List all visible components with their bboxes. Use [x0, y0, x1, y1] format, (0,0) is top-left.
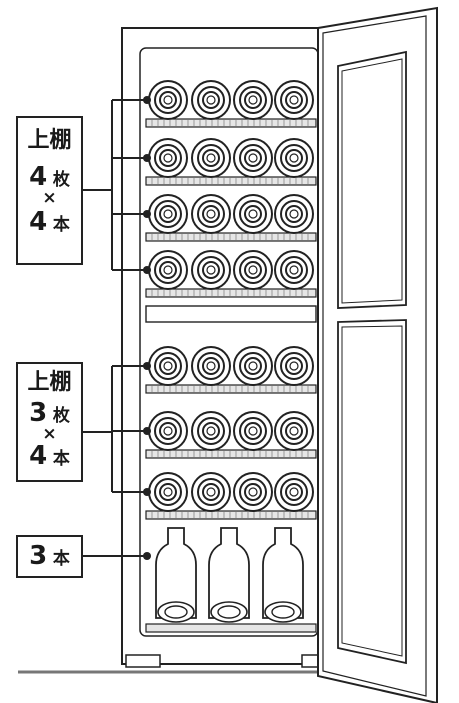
shelf — [145, 384, 317, 394]
shelf — [145, 176, 317, 186]
door-glass-lower — [337, 319, 407, 665]
standing-bottle — [155, 527, 197, 623]
bottom-count: 3 — [29, 541, 48, 571]
lower-shelf-per-unit: 本 — [52, 449, 70, 469]
lower-shelf-count-unit: 枚 — [52, 406, 70, 426]
lower-shelf-count: 3 — [29, 398, 48, 428]
bottle-end — [233, 138, 273, 178]
bottle-end — [191, 250, 231, 290]
door-glass-upper — [337, 50, 407, 309]
upper-shelf-label: 上棚 4 枚 × 4 本 — [16, 116, 83, 265]
bottom-count-row: 3 本 — [18, 543, 81, 569]
bottle-end — [148, 80, 188, 120]
bottle-end — [274, 472, 314, 512]
bottle-end — [191, 346, 231, 386]
bottle-end — [148, 472, 188, 512]
bottle-end — [191, 80, 231, 120]
bottle-end — [233, 346, 273, 386]
shelf-base — [145, 623, 317, 633]
upper-shelf-times: × — [42, 188, 57, 208]
upper-shelf-per: 4 — [29, 207, 48, 237]
bottle-end — [274, 80, 314, 120]
bottle-end — [148, 346, 188, 386]
bottle-end — [191, 472, 231, 512]
upper-shelf-count-row: 4 枚 — [18, 164, 81, 190]
bottom-unit: 本 — [52, 549, 70, 569]
bottle-end — [233, 194, 273, 234]
lower-shelf-title: 上棚 — [27, 370, 72, 395]
bottle-end — [274, 194, 314, 234]
upper-shelf-count: 4 — [29, 162, 48, 192]
shelf — [145, 288, 317, 298]
cabinet-foot-left — [125, 654, 161, 668]
door-frame — [317, 6, 438, 703]
bottle-end — [148, 194, 188, 234]
door-glass-lower-inner — [341, 325, 403, 657]
upper-shelf-title: 上棚 — [27, 128, 72, 153]
bottom-pointer — [83, 552, 151, 560]
lower-shelf-per-row: 4 本 — [18, 443, 81, 469]
shelf — [145, 449, 317, 459]
bottle-end — [233, 411, 273, 451]
bottle-end — [233, 80, 273, 120]
upper-shelf-count-unit: 枚 — [52, 170, 70, 190]
bottle-end — [191, 411, 231, 451]
bottle-end — [148, 411, 188, 451]
upper-shelf-bracket — [83, 96, 151, 274]
standing-bottle — [208, 527, 250, 623]
shelf-partition — [145, 305, 317, 323]
bottle-end — [274, 138, 314, 178]
bottle-end — [148, 138, 188, 178]
bottle-end — [191, 194, 231, 234]
shelf — [145, 510, 317, 520]
lower-shelf-label: 上棚 3 枚 × 4 本 — [16, 362, 83, 482]
bottle-end — [233, 250, 273, 290]
shelf — [145, 118, 317, 128]
door-inner-line — [322, 15, 427, 697]
lower-shelf-bracket — [83, 362, 151, 496]
shelf — [145, 232, 317, 242]
bottle-end — [191, 138, 231, 178]
lower-shelf-times: × — [42, 424, 57, 444]
lower-shelf-per: 4 — [29, 441, 48, 471]
upper-shelf-per-row: 4 本 — [18, 209, 81, 235]
standing-bottle — [262, 527, 304, 623]
lower-shelf-count-row: 3 枚 — [18, 400, 81, 426]
bottom-label: 3 本 — [16, 535, 83, 578]
bottle-end — [274, 250, 314, 290]
upper-shelf-per-unit: 本 — [52, 215, 70, 235]
bottle-end — [274, 411, 314, 451]
bottle-end — [148, 250, 188, 290]
bottle-end — [233, 472, 273, 512]
bottle-end — [274, 346, 314, 386]
door-glass-upper-inner — [341, 58, 403, 304]
